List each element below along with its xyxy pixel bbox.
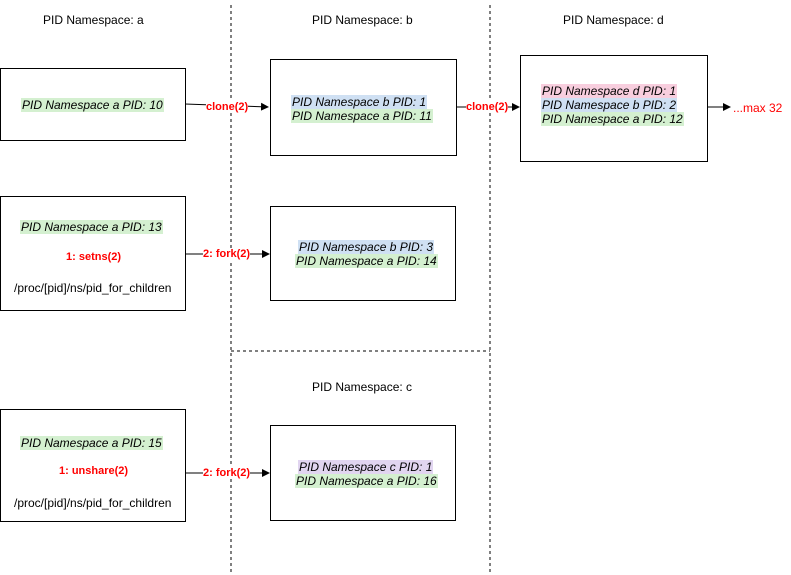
edge-label-fork-c: 2: fork(2) <box>203 467 251 479</box>
pid-label-nsb-3: PID Namespace b PID: 3 <box>298 240 435 254</box>
pid-for-children-path: /proc/[pid]/ns/pid_for_children <box>14 281 172 295</box>
edge-label-fork-b: 2: fork(2) <box>203 248 251 260</box>
pid-label-nsa-16: PID Namespace a PID: 16 <box>295 474 438 488</box>
pid-label-nsa-14: PID Namespace a PID: 14 <box>295 254 438 268</box>
pid-for-children-path: /proc/[pid]/ns/pid_for_children <box>14 496 172 510</box>
pid-label-nsd-1: PID Namespace d PID: 1 <box>541 84 678 98</box>
pid-label-nsa-10: PID Namespace a PID: 10 <box>21 98 164 112</box>
namespace-a-title: PID Namespace: a <box>43 13 144 27</box>
namespace-c-title: PID Namespace: c <box>312 380 413 394</box>
pid-label-nsc-1: PID Namespace c PID: 1 <box>298 460 434 474</box>
namespace-b-title: PID Namespace: b <box>312 13 413 27</box>
pid-label-nsb-1: PID Namespace b PID: 1 <box>291 95 428 109</box>
edge-label-clone-bd: clone(2) <box>466 101 509 113</box>
step-label-setns: 1: setns(2) <box>66 251 122 263</box>
edge-label-clone-ab: clone(2) <box>206 101 249 113</box>
step-label-unshare: 1: unshare(2) <box>59 465 129 477</box>
pid-label-nsa-15: PID Namespace a PID: 15 <box>20 436 163 450</box>
pid-label-nsa-11: PID Namespace a PID: 11 <box>291 109 433 123</box>
process-box-a-15 <box>0 409 186 522</box>
namespace-d-title: PID Namespace: d <box>563 13 664 27</box>
pid-label-nsa-12: PID Namespace a PID: 12 <box>541 112 684 126</box>
pid-label-nsa-13: PID Namespace a PID: 13 <box>20 220 163 234</box>
max-depth-label: ...max 32 <box>733 101 783 115</box>
pid-label-nsb-2: PID Namespace b PID: 2 <box>541 98 678 112</box>
